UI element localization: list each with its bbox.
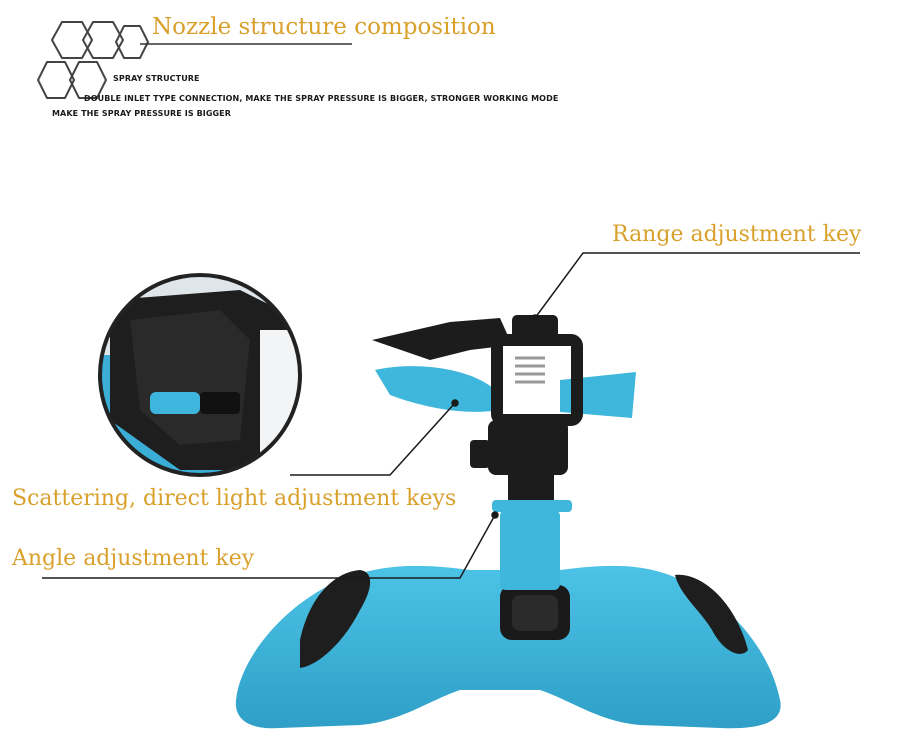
- hexagon-logo: [36, 21, 150, 99]
- page-title: Nozzle structure composition: [152, 14, 496, 40]
- scattering-adjustment-callout: Scattering, direct light adjustment keys: [12, 486, 457, 511]
- spray-structure-label: SPRAY STRUCTURE: [113, 74, 200, 83]
- double-inlet-description: DOUBLE INLET TYPE CONNECTION, MAKE THE S…: [84, 94, 559, 103]
- spray-pressure-note: MAKE THE SPRAY PRESSURE IS BIGGER: [52, 109, 232, 118]
- angle-adjustment-callout: Angle adjustment key: [12, 546, 255, 571]
- detail-inset: [100, 275, 300, 475]
- sprinkler-body: [235, 315, 781, 729]
- range-adjustment-callout: Range adjustment key: [612, 222, 862, 247]
- leader-lines: [42, 252, 860, 579]
